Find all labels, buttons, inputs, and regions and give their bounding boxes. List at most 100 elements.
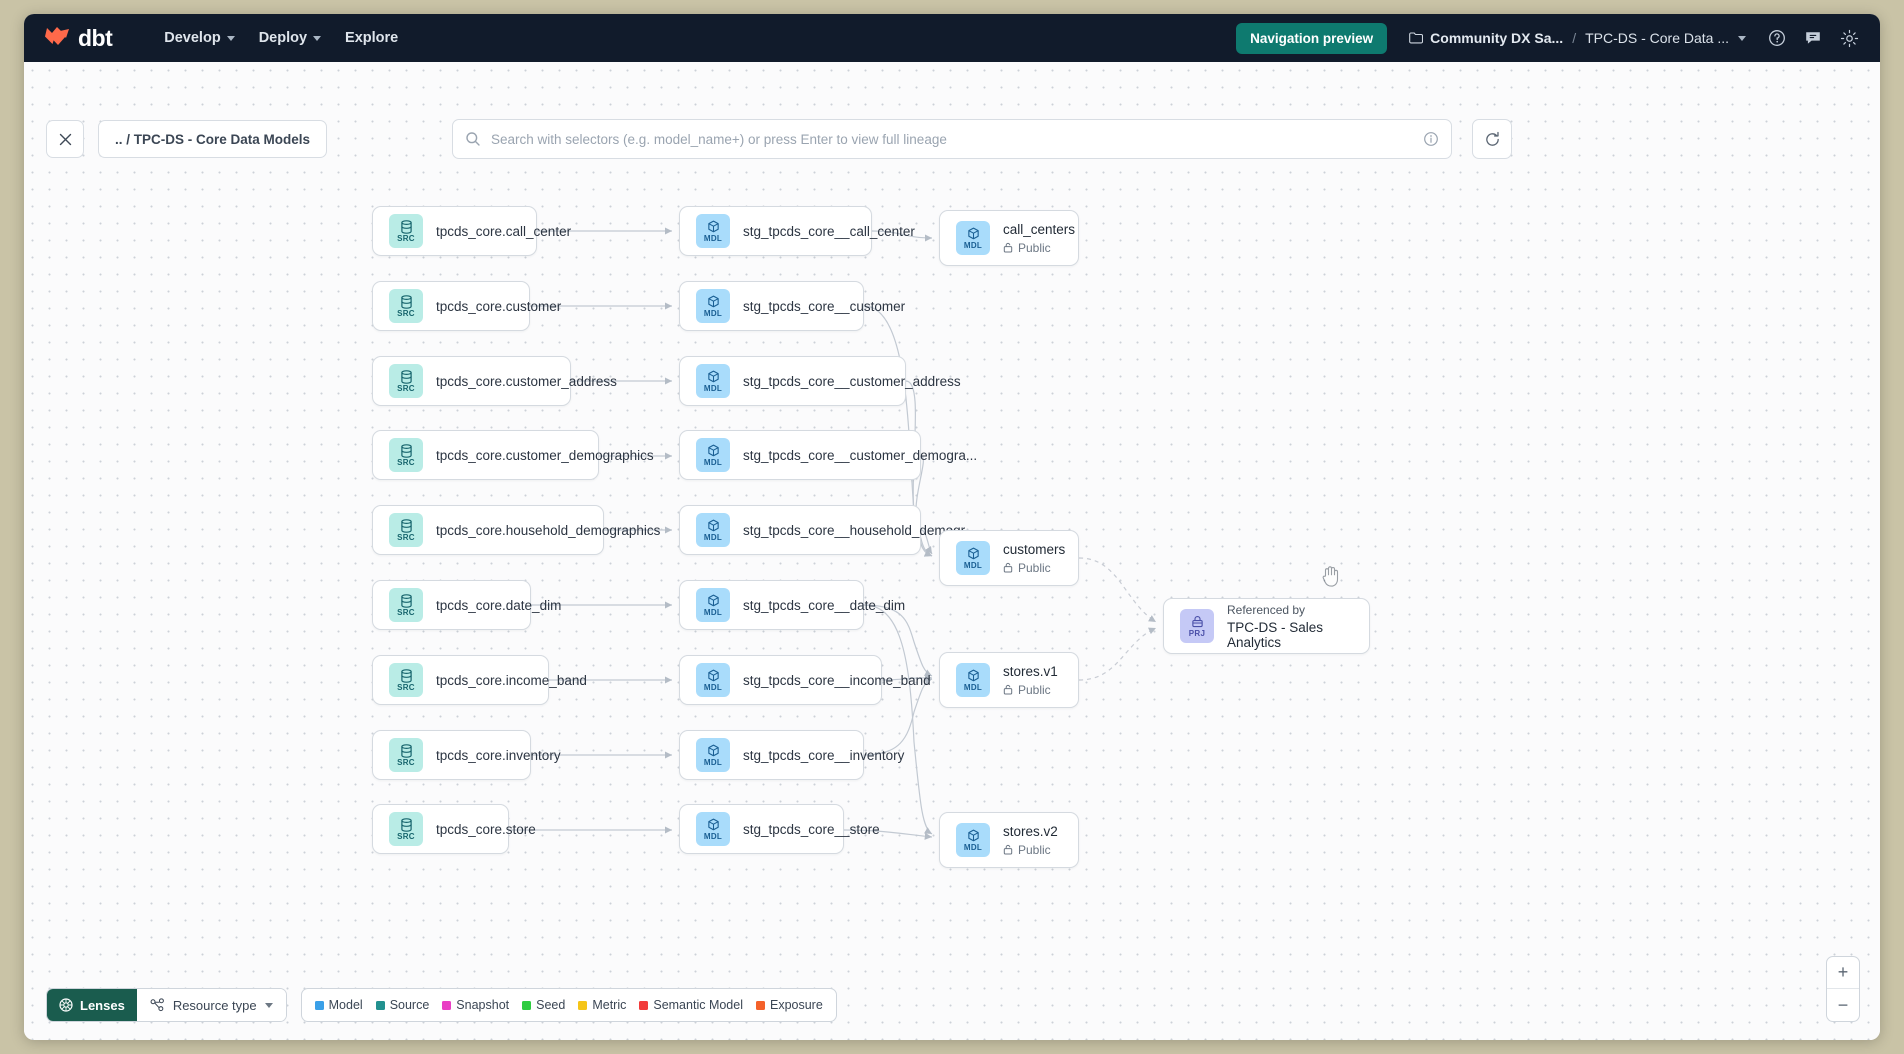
node-access-label: Public <box>1018 560 1051 575</box>
info-icon[interactable] <box>1423 131 1439 147</box>
refresh-button[interactable] <box>1472 119 1512 159</box>
node-source[interactable]: SRC tpcds_core.income_band <box>372 655 587 705</box>
settings-icon[interactable] <box>1836 25 1862 51</box>
resource-type-dropdown[interactable]: Resource type <box>136 989 286 1021</box>
resource-breadcrumb-button[interactable]: .. / TPC-DS - Core Data Models <box>98 120 328 158</box>
nav-item-explore[interactable]: Explore <box>333 24 410 52</box>
close-button[interactable] <box>46 120 84 158</box>
legend-label: Source <box>389 998 430 1012</box>
node-text-block: Referenced by TPC-DS - Sales Analytics <box>1227 603 1353 650</box>
node-model-staging[interactable]: MDL stg_tpcds_core__store <box>679 804 880 854</box>
node-label: stg_tpcds_core__customer_address <box>743 373 961 389</box>
legend-swatch <box>314 1000 324 1010</box>
node-access-label: Public <box>1018 842 1051 857</box>
help-icon[interactable] <box>1764 25 1790 51</box>
project-badge-icon: PRJ <box>1180 609 1214 643</box>
folder-icon <box>1409 32 1424 44</box>
source-badge-icon: SRC <box>389 738 423 772</box>
node-label: stg_tpcds_core__date_dim <box>743 597 906 613</box>
node-model-staging[interactable]: MDL stg_tpcds_core__household_demogr... <box>679 505 976 555</box>
node-model-staging[interactable]: MDL stg_tpcds_core__income_band <box>679 655 931 705</box>
legend-item-model: Model <box>314 998 363 1012</box>
node-label: stg_tpcds_core__customer <box>743 298 906 314</box>
node-label: tpcds_core.call_center <box>436 223 572 239</box>
source-badge-icon: SRC <box>389 513 423 547</box>
node-source[interactable]: SRC tpcds_core.customer_address <box>372 356 617 406</box>
lock-icon <box>1003 562 1013 573</box>
node-model-staging[interactable]: MDL stg_tpcds_core__inventory <box>679 730 904 780</box>
node-label: tpcds_core.date_dim <box>436 597 562 613</box>
node-label: stg_tpcds_core__income_band <box>743 672 931 688</box>
node-source[interactable]: SRC tpcds_core.household_demographics <box>372 505 660 555</box>
node-model-mart[interactable]: MDL stores.v2 Public <box>939 812 1079 868</box>
resource-type-legend: Model Source Snapshot Seed Metric <box>300 988 837 1022</box>
lenses-button[interactable]: Lenses <box>47 989 137 1021</box>
node-model-staging[interactable]: MDL stg_tpcds_core__customer_address <box>679 356 961 406</box>
node-access: Public <box>1003 843 1058 857</box>
node-source[interactable]: SRC tpcds_core.inventory <box>372 730 561 780</box>
node-source[interactable]: SRC tpcds_core.date_dim <box>372 580 561 630</box>
breadcrumb-separator: / <box>1572 30 1577 46</box>
chevron-down-icon <box>313 35 322 41</box>
legend-item-semantic-model: Semantic Model <box>639 998 743 1012</box>
lineage-search-box[interactable] <box>452 119 1452 159</box>
zoom-in-button[interactable]: + <box>1827 957 1859 989</box>
node-model-staging[interactable]: MDL stg_tpcds_core__call_center <box>679 206 915 256</box>
source-badge-icon: SRC <box>389 438 423 472</box>
close-icon <box>59 133 71 145</box>
node-source[interactable]: SRC tpcds_core.call_center <box>372 206 571 256</box>
legend-item-source: Source <box>375 998 430 1012</box>
legend-swatch <box>522 1000 532 1010</box>
navigation-preview-button[interactable]: Navigation preview <box>1236 22 1388 54</box>
node-project-reference[interactable]: PRJ Referenced by TPC-DS - Sales Analyti… <box>1163 598 1370 654</box>
chevron-down-icon <box>226 35 235 41</box>
node-access-label: Public <box>1018 240 1051 255</box>
lineage-search-wrap <box>452 119 1452 159</box>
node-source[interactable]: SRC tpcds_core.customer_demographics <box>372 430 654 480</box>
node-label: stg_tpcds_core__store <box>743 821 880 837</box>
node-model-mart[interactable]: MDL stores.v1 Public <box>939 652 1079 708</box>
node-model-mart[interactable]: MDL call_centers Public <box>939 210 1079 266</box>
node-model-mart[interactable]: MDL customers Public <box>939 530 1079 586</box>
lineage-canvas[interactable]: .. / TPC-DS - Core Data Models <box>24 62 1880 1040</box>
source-badge-icon: SRC <box>389 214 423 248</box>
model-badge-icon: MDL <box>696 364 730 398</box>
node-source[interactable]: SRC tpcds_core.customer <box>372 281 561 331</box>
brand-text: dbt <box>78 24 113 51</box>
nav-item-develop-label: Develop <box>164 30 221 46</box>
dbt-logo[interactable]: dbt <box>44 24 113 52</box>
chevron-down-icon[interactable] <box>1738 35 1746 41</box>
nav-item-deploy[interactable]: Deploy <box>247 24 333 52</box>
zoom-out-button[interactable]: − <box>1837 994 1849 1015</box>
node-source[interactable]: SRC tpcds_core.store <box>372 804 536 854</box>
node-label: stg_tpcds_core__inventory <box>743 747 905 763</box>
source-badge-icon: SRC <box>389 364 423 398</box>
legend-swatch <box>639 1000 649 1010</box>
model-badge-icon: MDL <box>696 663 730 697</box>
node-model-staging[interactable]: MDL stg_tpcds_core__customer <box>679 281 905 331</box>
legend-item-metric: Metric <box>578 998 626 1012</box>
nav-item-explore-label: Explore <box>345 30 399 46</box>
lock-icon <box>1003 242 1013 253</box>
node-access: Public <box>1003 561 1065 575</box>
resource-type-label: Resource type <box>172 997 257 1013</box>
model-badge-icon: MDL <box>956 823 990 857</box>
node-model-staging[interactable]: MDL stg_tpcds_core__date_dim <box>679 580 905 630</box>
breadcrumb-environment-label[interactable]: TPC-DS - Core Data ... <box>1585 30 1729 46</box>
node-access-label: Public <box>1018 682 1051 697</box>
legend-item-seed: Seed <box>522 998 565 1012</box>
model-badge-icon: MDL <box>956 663 990 697</box>
reference-project-name: TPC-DS - Sales Analytics <box>1227 619 1324 650</box>
breadcrumb-project[interactable]: Community DX Sa... <box>1409 30 1563 46</box>
dbt-logo-icon <box>44 25 72 51</box>
node-title: call_centers <box>1003 221 1076 237</box>
search-input[interactable] <box>491 131 1413 147</box>
lock-icon <box>1003 684 1013 695</box>
breadcrumb: Community DX Sa... / TPC-DS - Core Data … <box>1409 30 1746 46</box>
feedback-icon[interactable] <box>1800 25 1826 51</box>
node-model-staging[interactable]: MDL stg_tpcds_core__customer_demogra... <box>679 430 977 480</box>
node-label: tpcds_core.customer_address <box>436 373 617 389</box>
lens-icon <box>59 998 73 1012</box>
legend-swatch <box>578 1000 588 1010</box>
nav-item-develop[interactable]: Develop <box>152 24 246 52</box>
